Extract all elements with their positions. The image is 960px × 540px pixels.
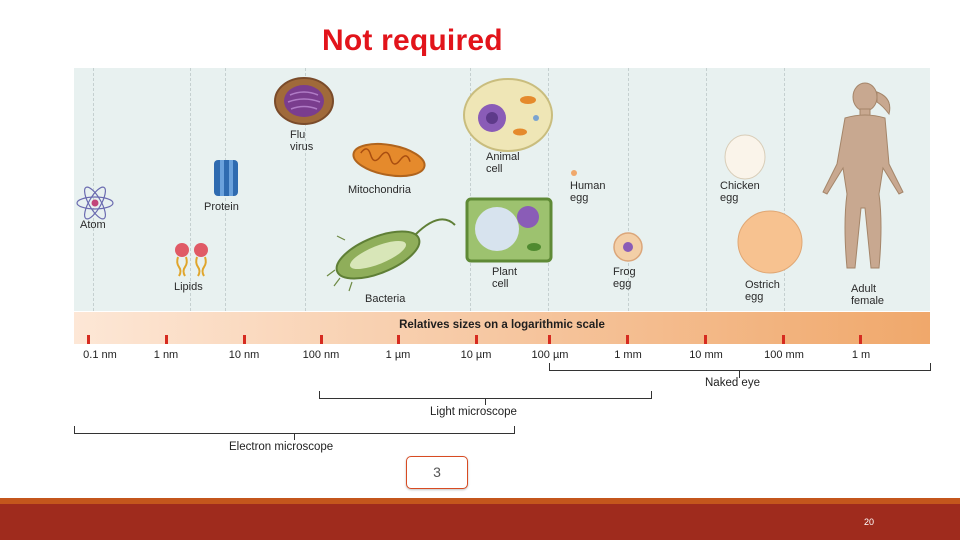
label-line: egg (613, 278, 632, 290)
label-bacteria: Bacteria (365, 293, 406, 305)
scale-tick (165, 335, 168, 344)
label-line: Chicken (720, 180, 760, 192)
label-protein: Protein (204, 201, 239, 213)
scale-tick (475, 335, 478, 344)
label-line: egg (570, 192, 589, 204)
guide-line (190, 68, 191, 311)
bracket-stem (294, 433, 295, 440)
scale-tick (548, 335, 551, 344)
tick-label: 10 mm (689, 349, 723, 361)
guide-line (784, 68, 785, 311)
scale-tick (320, 335, 323, 344)
adult-female-icon (822, 82, 904, 269)
guide-line (548, 68, 549, 311)
scale-tick (782, 335, 785, 344)
scale-tick (704, 335, 707, 344)
tick-label: 100 nm (302, 349, 340, 361)
tick-label: 100 mm (764, 349, 804, 361)
lipids-icon (175, 243, 208, 277)
label-lipids: Lipids (174, 281, 203, 293)
label-frog-egg: Frog egg (613, 266, 636, 290)
guide-line (628, 68, 629, 311)
bracket-stem (485, 398, 486, 405)
guide-line (470, 68, 471, 311)
label-flu-virus: Flu virus (290, 129, 313, 153)
mitochondria-icon (352, 142, 426, 178)
label-line: Flu (290, 129, 306, 141)
slide-title: Not required (322, 24, 503, 57)
scale-tick (626, 335, 629, 344)
scale-tick (87, 335, 90, 344)
label-human-egg: Human egg (570, 180, 605, 204)
frog-egg-icon (613, 232, 643, 262)
label-line: Frog (613, 266, 636, 278)
label-chicken-egg: Chicken egg (720, 180, 760, 204)
scale-title: Relatives sizes on a logarithmic scale (399, 319, 605, 331)
guide-line (305, 68, 306, 311)
protein-icon (214, 160, 238, 196)
tick-label: 10 nm (228, 349, 260, 361)
plant-cell-icon (465, 197, 553, 263)
label-atom: Atom (80, 219, 106, 231)
guide-line (706, 68, 707, 311)
label-line: female (851, 295, 885, 307)
footer-bar (0, 498, 960, 540)
label-ostrich-egg: Ostrich egg (745, 279, 780, 303)
number-box: 3 (406, 456, 468, 489)
animal-cell-icon (463, 78, 553, 152)
tick-label: 1 mm (614, 349, 642, 361)
tick-label: 100 µm (531, 349, 569, 361)
scale-tick (243, 335, 246, 344)
label-line: Plant (492, 266, 518, 278)
label-line: egg (745, 291, 764, 303)
tick-label: 10 µm (460, 349, 492, 361)
label-line: virus (290, 141, 314, 153)
label-line: egg (720, 192, 739, 204)
label-mitochondria: Mitochondria (348, 184, 411, 196)
tick-label: 1 m (851, 349, 871, 361)
flu-virus-icon (274, 77, 334, 125)
electron-microscope-label: Electron microscope (229, 441, 334, 453)
bracket-stem (739, 370, 740, 378)
tick-label: 1 nm (153, 349, 179, 361)
log-scale-bar: Relatives sizes on a logarithmic scale (74, 312, 930, 344)
scale-tick (859, 335, 862, 344)
chicken-egg-icon (724, 134, 766, 180)
label-line: Adult (851, 283, 877, 295)
label-line: Human (570, 180, 606, 192)
label-adult-female: Adult female (851, 283, 884, 307)
light-microscope-label: Light microscope (430, 406, 517, 418)
human-egg-icon (571, 170, 577, 176)
page-number: 20 (864, 517, 875, 527)
bacteria-icon (326, 218, 456, 292)
ostrich-egg-icon (737, 210, 803, 274)
naked-eye-bracket (549, 363, 931, 371)
label-line: cell (492, 278, 509, 290)
tick-label: 0.1 nm (83, 349, 117, 361)
scale-tick (397, 335, 400, 344)
label-line: Ostrich (745, 279, 780, 291)
atom-icon (76, 186, 114, 220)
guide-line (93, 68, 94, 311)
label-line: Animal (486, 151, 520, 163)
label-line: cell (486, 163, 503, 175)
label-plant-cell: Plant cell (492, 266, 517, 290)
label-animal-cell: Animal cell (486, 151, 520, 175)
tick-label: 1 µm (385, 349, 411, 361)
naked-eye-label: Naked eye (705, 377, 760, 389)
